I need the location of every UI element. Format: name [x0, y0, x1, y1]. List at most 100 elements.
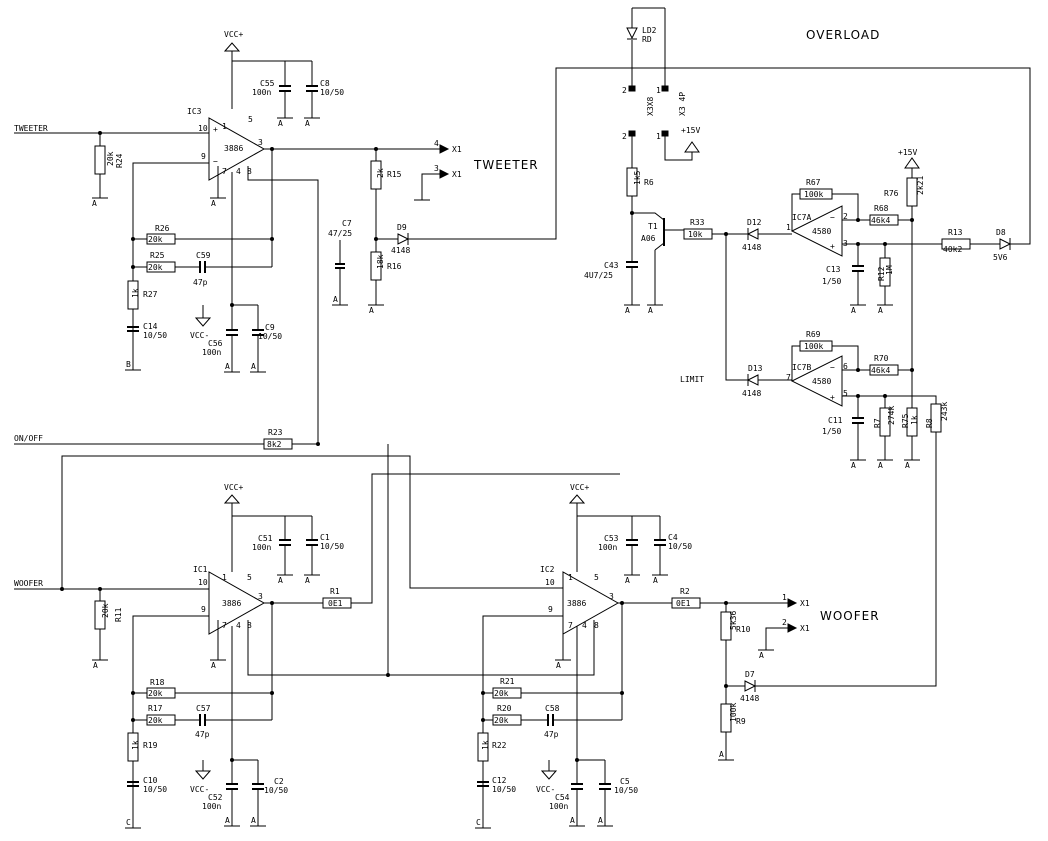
wire — [264, 473, 620, 604]
parts-r2-value-label: 0E1 — [676, 599, 691, 608]
parts-r6-value-label: 1k5 — [633, 170, 642, 185]
labels-vccm-label: VCC- — [190, 331, 209, 340]
ics-ic3-name-label: IC3 — [187, 107, 202, 116]
labels-pin_2-label: 2 — [622, 132, 627, 141]
parts-r11-value-label: 20k — [101, 603, 110, 618]
parts-r75-value-label: 1k — [910, 415, 919, 425]
wire — [904, 157, 920, 169]
component-body — [626, 167, 638, 197]
ics-ic7a-part-label: 4580 — [812, 227, 831, 236]
component-body — [661, 85, 669, 92]
wire — [223, 494, 241, 504]
labels-gnd_a-label: A — [305, 119, 310, 128]
parts-r20-name-label: R20 — [497, 704, 512, 713]
labels-gnd_a-label: A — [653, 576, 658, 585]
ics-ic2-pins-3-label: 9 — [548, 605, 553, 614]
parts-r21-value-label: 20k — [494, 689, 509, 698]
glyph-label: − — [830, 363, 835, 372]
parts-r6-name-label: R6 — [644, 178, 654, 187]
parts-c54-name-label: C54 — [555, 793, 570, 802]
component-body — [628, 130, 636, 137]
ics-ic2-pins-7-label: 1 — [568, 573, 573, 582]
ics-ic1-pins-0-label: 10 — [198, 578, 208, 587]
parts-ld2-name-label: LD2 — [642, 26, 657, 35]
wire — [791, 193, 859, 231]
limit-input-label: LIMIT — [680, 375, 704, 384]
parts-c1-name-label: C1 — [320, 533, 330, 542]
wire — [576, 503, 660, 572]
wire — [790, 355, 843, 407]
parts-r16-value-label: 18k — [376, 254, 385, 269]
component-body — [477, 732, 489, 762]
labels-gnd_a-label: A — [759, 651, 764, 660]
labels-gnd_a-label: A — [625, 576, 630, 585]
wire — [250, 760, 266, 827]
parts-c7-name-label: C7 — [342, 219, 352, 228]
glyph-label: + — [830, 393, 835, 402]
junction-dot — [60, 587, 64, 591]
ics-ic3-pins-0-label: 10 — [198, 124, 208, 133]
wire — [231, 503, 312, 572]
component-body — [322, 597, 352, 609]
wire — [208, 571, 266, 635]
parts-c58-value-label: 47p — [544, 730, 559, 739]
woofer-section-title: WOOFER — [820, 609, 880, 623]
glyph-label: − — [830, 213, 835, 222]
component-body — [799, 340, 833, 352]
ics-ic3-pins-5-label: 4 — [236, 167, 241, 176]
parts-c14-value-label: 10/50 — [143, 331, 167, 340]
wire — [223, 42, 241, 52]
junction-dot — [856, 368, 860, 372]
parts-c59-value-label: 47p — [193, 278, 208, 287]
wire — [746, 228, 759, 240]
component-body — [263, 438, 293, 450]
wire — [791, 345, 859, 381]
ics-ic1-pins-3-label: 9 — [201, 605, 206, 614]
wire — [397, 233, 410, 245]
labels-gnd_a-label: A — [92, 199, 97, 208]
component-body — [683, 228, 713, 240]
parts-r23-value-label: 8k2 — [267, 440, 282, 449]
wire — [224, 760, 240, 827]
parts-r15-name-label: R15 — [387, 170, 402, 179]
parts-c2-name-label: C2 — [274, 777, 284, 786]
parts-d12-value-label: 4148 — [742, 243, 761, 252]
parts-x3a-name-label: X3X8 — [646, 97, 655, 116]
parts-r23-name-label: R23 — [268, 428, 283, 437]
parts-r76-name-label: R76 — [884, 189, 899, 198]
parts-x3b-name-label: X3 4P — [678, 92, 687, 116]
wire — [787, 623, 798, 633]
ics-ic7b-pins-2-label: 5 — [843, 389, 848, 398]
parts-d7-value-label: 4148 — [740, 694, 759, 703]
labels-gnd_a-label: A — [278, 119, 283, 128]
wire — [624, 516, 640, 576]
parts-c51-name-label: C51 — [258, 534, 273, 543]
component-body — [146, 714, 176, 726]
parts-c11-name-label: C11 — [828, 416, 843, 425]
labels-p15-label: +15V — [681, 126, 700, 135]
wire — [632, 212, 684, 306]
labels-vccm-label: VCC- — [536, 785, 555, 794]
wire — [194, 770, 212, 780]
labels-gnd_a-label: A — [278, 576, 283, 585]
parts-c9-name-label: C9 — [265, 323, 275, 332]
wire — [210, 620, 226, 661]
wire — [277, 516, 293, 576]
parts-r9-value-label: 100k — [729, 703, 738, 722]
ics-ic7a-pins-0-label: 1 — [786, 223, 791, 232]
vcc-plus-label: VCC+ — [224, 30, 243, 39]
wire — [439, 144, 450, 154]
parts-d8-name-label: D8 — [996, 228, 1006, 237]
wire — [569, 760, 585, 827]
parts-r69-name-label: R69 — [806, 330, 821, 339]
labels-pin_2-label: 2 — [622, 86, 627, 95]
wire — [790, 205, 843, 257]
parts-r17-value-label: 20k — [148, 716, 163, 725]
parts-r18-value-label: 20k — [148, 689, 163, 698]
overload-title: OVERLOAD — [806, 28, 880, 42]
junction-dot — [270, 691, 274, 695]
parts-r7-name-label: R7 — [873, 418, 882, 428]
parts-r25-value-label: 20k — [148, 263, 163, 272]
